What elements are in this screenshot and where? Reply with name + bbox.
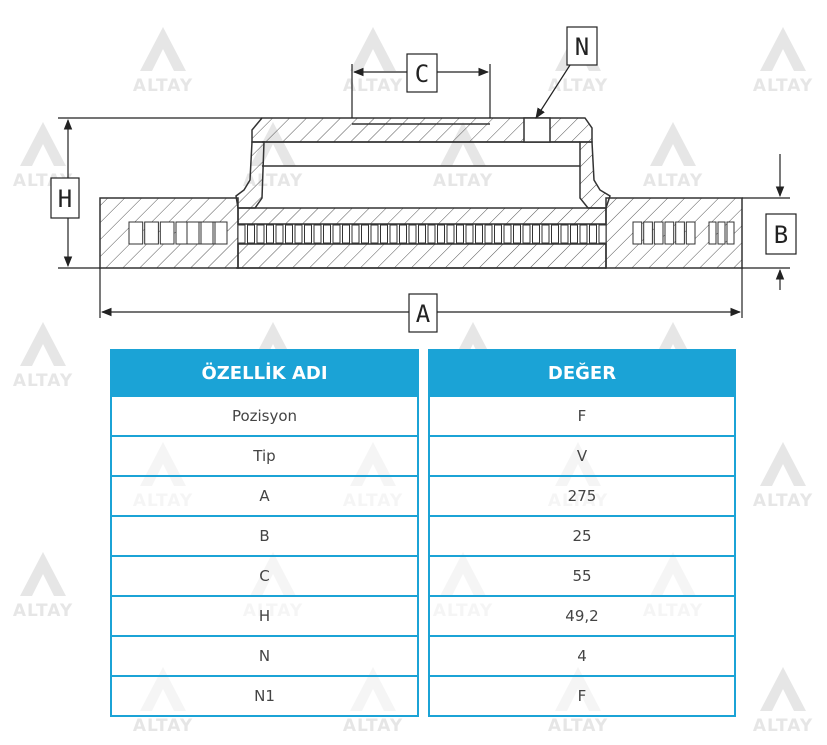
cooling-vane [484,224,493,244]
value-cell: V [428,435,736,477]
cooling-vane [285,224,293,244]
cooling-vane [275,224,284,244]
property-table: ÖZELLİK ADI Pozisyon Tip A B C H N N1 [110,349,419,717]
value-cell: 275 [428,475,736,517]
cooling-vane [503,224,512,244]
dimension-b-label: B [774,221,788,249]
value-table: DEĞER F V 275 25 55 49,2 4 F [428,349,736,717]
cooling-vane [323,224,331,244]
dimension-n-label: N [575,33,589,61]
cooling-vanes [128,221,735,245]
value-cell: 25 [428,515,736,557]
cooling-vane [465,224,474,244]
center-web-lower [237,243,607,269]
value-header: DEĞER [428,349,736,397]
center-web [237,207,607,225]
cooling-vane [389,224,398,244]
altay-watermark: ALTAY [750,440,816,515]
svg-text:ALTAY: ALTAY [753,716,813,735]
cooling-vane [598,224,607,244]
cooling-vane [294,224,303,244]
cooling-vane [408,224,417,244]
value-cell: 49,2 [428,595,736,637]
cooling-vane [653,221,664,245]
cooling-vane [643,221,653,245]
svg-text:ALTAY: ALTAY [548,716,608,735]
property-cell: N [110,635,419,677]
cooling-vane [256,224,265,244]
svg-text:ALTAY: ALTAY [13,601,73,620]
cooling-vane [494,224,502,244]
cooling-vane [685,221,696,245]
cooling-vane [342,224,350,244]
hat-left-wall [235,141,265,209]
cooling-vane [532,224,540,244]
cooling-vane [214,221,228,245]
cooling-vane [186,221,200,245]
property-cell: B [110,515,419,557]
svg-text:ALTAY: ALTAY [343,716,403,735]
cooling-vane [351,224,360,244]
cooling-vane [513,224,521,244]
property-cell: Pozisyon [110,395,419,437]
cooling-vane [726,221,735,245]
cooling-vane [446,224,455,244]
svg-text:ALTAY: ALTAY [13,371,73,390]
cooling-vane [522,224,531,244]
cooling-vane [717,221,726,245]
value-cell: F [428,395,736,437]
property-cell: C [110,555,419,597]
svg-text:ALTAY: ALTAY [753,491,813,510]
cooling-vane [675,221,685,245]
property-cell: N1 [110,675,419,717]
dimension-a-label: A [416,300,431,328]
value-cell: F [428,675,736,717]
cooling-vane [128,221,144,245]
cooling-vane [200,221,214,245]
property-cell: Tip [110,435,419,477]
cooling-vane [370,224,379,244]
dimension-h-label: H [58,185,72,213]
property-header: ÖZELLİK ADI [110,349,419,397]
brake-disc-diagram: H C N B A [50,26,797,333]
cooling-vane [664,221,675,245]
hat-right-wall [579,141,611,209]
cooling-vane [380,224,388,244]
dimension-b [742,154,790,290]
cooling-vane [332,224,341,244]
cooling-vane [247,224,255,244]
cooling-vane [437,224,445,244]
cooling-vane [632,221,643,245]
cooling-vane [551,224,559,244]
cooling-vane [399,224,407,244]
wheel-bolt-hole [523,117,551,143]
value-cell: 4 [428,635,736,677]
cooling-vane [361,224,369,244]
value-cell: 55 [428,555,736,597]
dimension-c-label: C [415,60,429,88]
altay-watermark: ALTAY [750,665,816,740]
cooling-vane [418,224,426,244]
cooling-vane [427,224,436,244]
cooling-vane [266,224,274,244]
cooling-vane [304,224,312,244]
cooling-vane [570,224,578,244]
svg-text:ALTAY: ALTAY [133,716,193,735]
altay-watermark: ALTAY [10,550,76,625]
cooling-vane [560,224,569,244]
cooling-vane [579,224,588,244]
cooling-vane [589,224,597,244]
cooling-vane [159,221,175,245]
property-cell: H [110,595,419,637]
dimension-n [535,61,573,119]
cooling-vane [456,224,464,244]
cooling-vane [313,224,322,244]
cooling-vane [541,224,550,244]
disc-section [99,117,743,269]
cooling-vane [237,224,246,244]
property-cell: A [110,475,419,517]
cooling-vane [144,221,159,245]
cooling-vane [708,221,717,245]
cooling-vane [475,224,483,244]
